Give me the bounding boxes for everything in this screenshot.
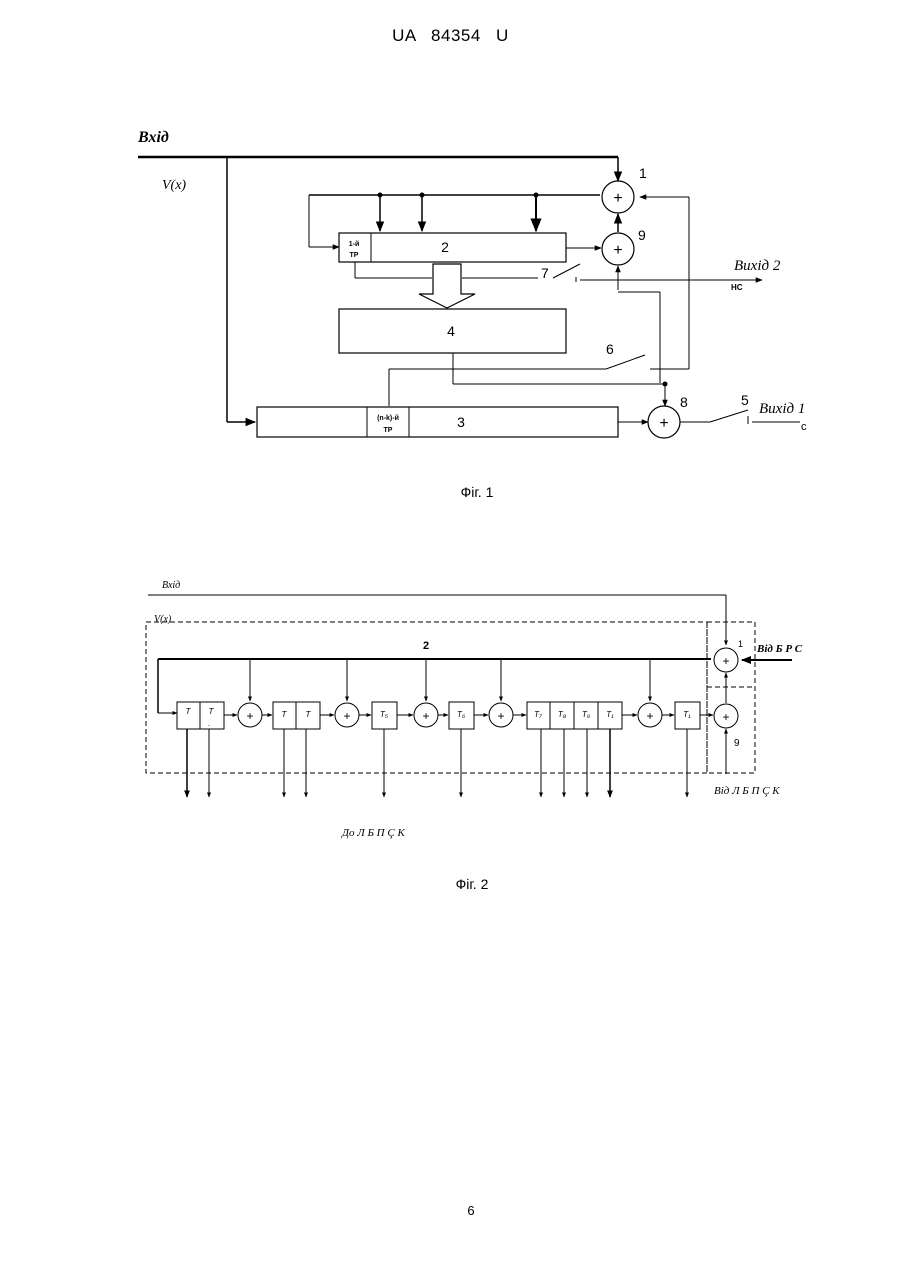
f2-adder-e: + (646, 709, 653, 723)
reg3-cell-line1: (n-k)-й (377, 414, 399, 422)
f2-adder-9: + (722, 710, 729, 724)
label-5: 5 (741, 392, 749, 408)
f2-label-2: 2 (423, 640, 429, 652)
f2-vx-label: V(x) (154, 614, 172, 625)
f2-adder-c: + (422, 709, 429, 723)
label-3: 3 (457, 414, 465, 430)
f2-adder-d: + (497, 709, 504, 723)
label-9: 9 (638, 227, 646, 243)
f2-adder-b: + (343, 709, 350, 723)
output1-label: Вихід 1 (759, 401, 805, 417)
fig1-caption: Фіг. 1 (461, 484, 494, 500)
output2-sub: НС (731, 283, 743, 292)
cell-t10: Т₁ (606, 710, 614, 719)
f2-input-label: Вхід (162, 580, 180, 591)
f2-adder-a: + (246, 709, 253, 723)
adder-9-sign: + (613, 242, 622, 259)
label-2: 2 (441, 239, 449, 255)
f2-label-1: 1 (738, 639, 743, 649)
fig2-caption: Фіг. 2 (456, 876, 489, 892)
figure-1: 1-й ТР 2 4 (n-k)-й ТР 3 + + + 1 9 7 6 8 … (0, 0, 901, 520)
from-brs-label: Від Б Р С (756, 643, 803, 655)
cell-t7: Т₇ (534, 710, 543, 719)
page-number: 6 (0, 1203, 901, 1218)
input-label: Вхід (137, 129, 169, 146)
f2-label-9: 9 (734, 738, 740, 749)
reg3-cell-line2: ТР (384, 427, 393, 434)
label-6: 6 (606, 341, 614, 357)
from-lbpsk-label: Від Л Б П Ç К (714, 785, 780, 797)
output1-sub: с (801, 421, 807, 433)
f2-adder-1: + (722, 654, 729, 668)
vx-label: V(x) (162, 178, 186, 193)
label-4: 4 (447, 323, 455, 339)
register-2 (339, 233, 566, 262)
cell-t5: Т₅ (380, 710, 389, 719)
reg2-cell-line2: ТР (350, 252, 359, 259)
cell-sub-dot: . (208, 719, 210, 728)
cell-t6: Т₆ (457, 710, 466, 719)
label-1: 1 (639, 165, 647, 181)
reg2-cell-line1: 1-й (349, 240, 360, 248)
register-3 (257, 407, 618, 437)
label-8: 8 (680, 394, 688, 410)
cell-t9: Т₉ (582, 710, 590, 719)
transfer-arrow (419, 264, 475, 308)
to-lbpsk-label: До Л Б П Ç К (341, 827, 405, 839)
label-7: 7 (541, 265, 549, 281)
cell-t11: Т₁ (683, 710, 691, 719)
output2-label: Вихід 2 (734, 258, 781, 274)
figure-2: Т Т Т Т Т₅ Т₆ Т₇ Т₈ Т₉ Т₁ Т₁ . + + + + +… (0, 560, 901, 900)
adder-8-sign: + (659, 415, 668, 432)
cell-t8: Т₈ (558, 710, 567, 719)
adder-1-sign: + (613, 190, 622, 207)
